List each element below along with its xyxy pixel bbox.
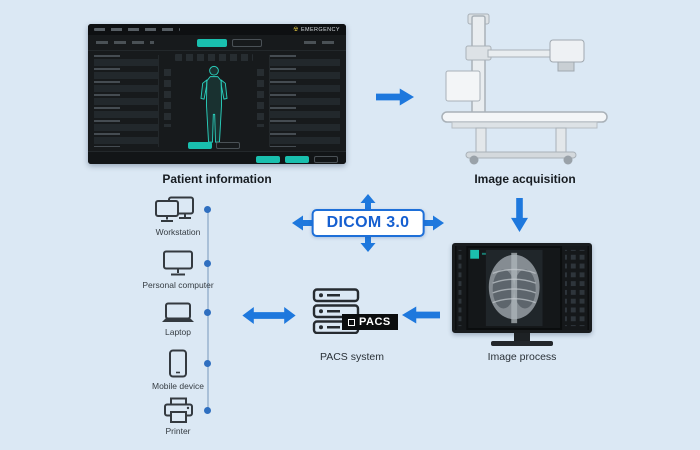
connector-dot-workstation — [204, 206, 211, 213]
connector-dot-printer — [204, 407, 211, 414]
arrow-patient-to-acquisition — [376, 87, 414, 107]
patient-ui-secondary-button — [231, 38, 262, 47]
connector-dot-laptop — [204, 309, 211, 316]
arrow-process-to-pacs — [402, 305, 440, 325]
patient-ui-cancel-button — [314, 155, 338, 163]
dicom-node: DICOM 3.0 — [292, 194, 444, 252]
patient-ui-menu-items — [94, 28, 180, 31]
laptop-icon — [160, 302, 196, 324]
patient-ui-center-button — [188, 142, 212, 149]
patient-ui-toolbar — [88, 35, 346, 51]
emergency-label: EMERGENCY — [300, 26, 340, 33]
human-body-icon — [200, 65, 228, 143]
monitor-illustration — [452, 243, 592, 346]
patient-ui-bottombar — [88, 151, 346, 164]
patient-ui-tabs — [96, 41, 154, 44]
image-process-label: Image process — [487, 351, 557, 363]
pacs-system-label: PACS system — [320, 351, 384, 363]
patient-body-panel — [159, 51, 269, 151]
chest-xray-image — [456, 246, 588, 330]
mobile-device-label: Mobile device — [152, 381, 204, 391]
monitor-screen — [452, 243, 592, 333]
tool-strip-left — [164, 69, 171, 127]
patient-form-fields-right — [269, 55, 340, 147]
workstation-label: Workstation — [155, 227, 201, 237]
patient-form-fields-left — [94, 55, 159, 147]
patient-information-label: Patient information — [162, 172, 272, 186]
monitor-stand-neck — [514, 333, 530, 341]
image-acquisition-label: Image acquisition — [474, 172, 576, 186]
printer-label: Printer — [165, 426, 191, 436]
personal-computer-icon — [162, 250, 194, 277]
monitor-stand-base — [491, 341, 553, 346]
patient-ui-tools — [304, 41, 338, 44]
patient-ui-next-button — [285, 155, 309, 163]
patient-ui-primary-button — [196, 38, 227, 47]
emergency-indicator: ☢ EMERGENCY — [293, 27, 340, 33]
arrow-pacs-devices-bidirectional — [241, 306, 297, 325]
dicom-badge: DICOM 3.0 — [311, 209, 425, 237]
mobile-device-icon — [168, 349, 188, 378]
workstation-icon — [152, 196, 204, 223]
connector-dot-personal-computer — [204, 260, 211, 267]
body-region-icons — [175, 54, 253, 61]
laptop-label: Laptop — [165, 327, 191, 337]
printer-icon — [163, 397, 194, 424]
patient-ui-center-button-2 — [216, 142, 240, 149]
patient-ui-confirm-button — [256, 155, 280, 163]
pacs-tag-icon — [348, 318, 355, 326]
tool-strip-right — [257, 69, 264, 127]
pacs-tag: PACS — [342, 314, 398, 330]
connector-dot-mobile-device — [204, 360, 211, 367]
arrow-acquisition-to-process — [510, 198, 529, 232]
radiation-icon: ☢ — [293, 26, 299, 33]
personal-computer-label: Personal computer — [142, 280, 214, 290]
xray-machine-illustration — [441, 13, 608, 165]
pacs-tag-label: PACS — [359, 316, 391, 328]
patient-ui-menubar: ☢ EMERGENCY — [88, 24, 346, 35]
patient-information-screenshot: ☢ EMERGENCY — [88, 24, 346, 164]
